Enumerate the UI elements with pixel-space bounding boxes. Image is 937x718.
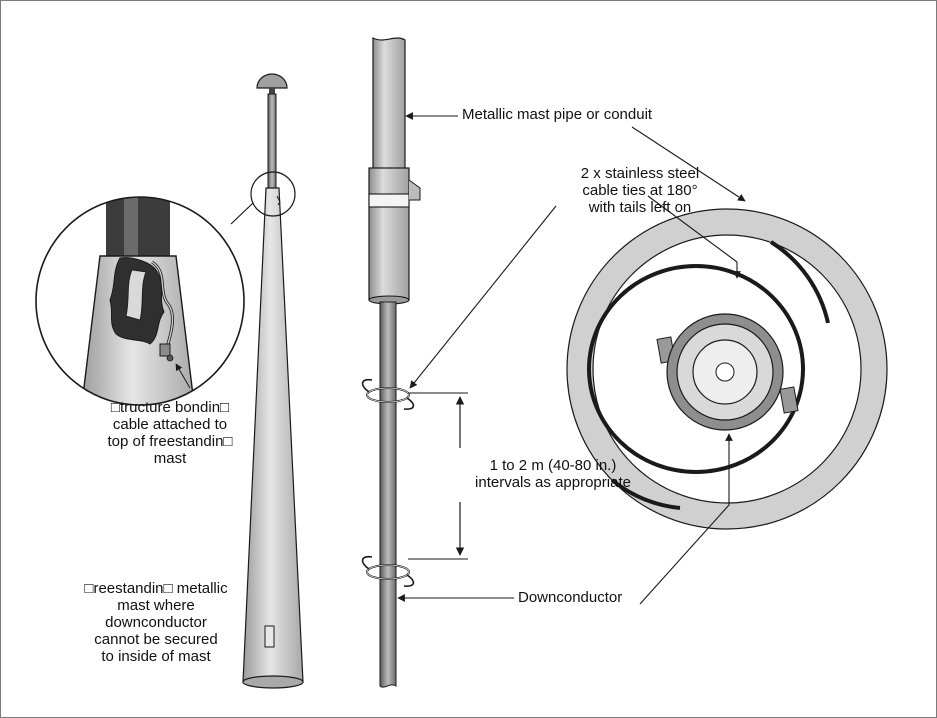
mast-pipe-assembly <box>361 37 421 688</box>
label-mast-pipe: Metallic mast pipe or conduit <box>462 106 653 123</box>
freestanding-mast <box>230 73 304 689</box>
interval-dimension <box>408 392 468 560</box>
label-structure-bonding: □tructure bondin□ cable attached to top … <box>107 399 233 467</box>
label-intervals: 1 to 2 m (40-80 in.) intervals as approp… <box>475 457 631 491</box>
magnified-detail <box>35 196 245 406</box>
cross-section <box>566 208 888 530</box>
label-cable-ties: 2 x stainless steel cable ties at 180° w… <box>580 165 700 216</box>
label-freestanding-mast: □reestandin□ metallic mast where downcon… <box>84 580 228 665</box>
label-downconductor: Downconductor <box>518 589 623 606</box>
leader-lines <box>397 112 746 605</box>
